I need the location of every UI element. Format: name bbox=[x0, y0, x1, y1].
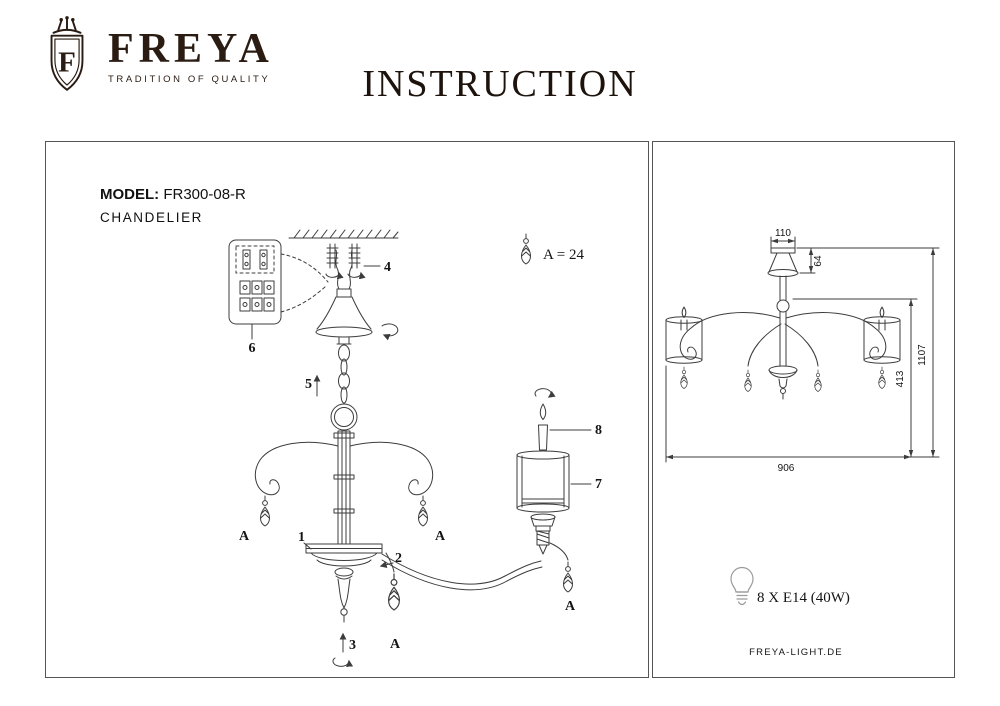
crystal-pendant bbox=[259, 495, 271, 527]
left-arm bbox=[254, 441, 339, 496]
lampshade bbox=[516, 450, 570, 513]
rotate-arrow-canopy bbox=[381, 323, 399, 341]
part-1-leader bbox=[303, 542, 312, 550]
page-title: INSTRUCTION bbox=[362, 63, 638, 105]
part-4-label: 4 bbox=[384, 260, 391, 275]
crystal-hook-right bbox=[549, 542, 569, 561]
canopy-wires bbox=[335, 249, 353, 290]
logo-shield-icon: F bbox=[50, 16, 84, 91]
crystal-pendant bbox=[744, 369, 752, 392]
product-type: CHANDELIER bbox=[100, 210, 204, 225]
rotate-arrow-candle bbox=[534, 388, 556, 398]
crystal-pendant bbox=[680, 366, 688, 389]
crystal-a-label-lamp: A bbox=[565, 599, 576, 614]
crystal-count-note: A = 24 bbox=[543, 247, 584, 263]
canopy bbox=[315, 288, 373, 345]
dim-line-906 bbox=[665, 365, 940, 463]
crystal-a-label-center: A bbox=[390, 637, 401, 652]
dimension-diagram: 110 64 bbox=[665, 228, 940, 658]
bulb-icon bbox=[730, 566, 754, 606]
model-line: MODEL: FR300-08-R bbox=[100, 186, 246, 203]
bulb-spec: 8 X E14 (40W) bbox=[757, 590, 850, 606]
part-5-label: 5 bbox=[305, 377, 312, 392]
center-bowl bbox=[768, 365, 798, 400]
part-6-label: 6 bbox=[249, 341, 256, 356]
dim-line-110 bbox=[770, 236, 796, 249]
dim-line-413 bbox=[792, 298, 918, 458]
part-3-label: 3 bbox=[349, 638, 356, 653]
logo-letter: F bbox=[58, 46, 76, 78]
model-label: MODEL: bbox=[100, 186, 160, 203]
dim-body-height: 413 bbox=[895, 370, 906, 387]
crystal-note-icon bbox=[520, 233, 532, 265]
left-shade bbox=[665, 306, 703, 364]
assembly-diagram: 4 6 bbox=[228, 229, 602, 667]
crystal-pendant bbox=[417, 495, 429, 527]
crystal-pendant bbox=[878, 366, 886, 389]
dimensions-panel: 110 64 bbox=[652, 141, 955, 678]
model-value: FR300-08-R bbox=[163, 186, 246, 203]
brand-name: FREYA bbox=[108, 26, 274, 72]
ceiling-canopy bbox=[767, 247, 799, 277]
crystal-hook-center bbox=[385, 552, 395, 573]
dim-total-height: 1107 bbox=[917, 344, 928, 366]
mounting-screws bbox=[325, 243, 366, 280]
dim-top-width: 110 bbox=[775, 228, 791, 239]
inner-right-arm bbox=[784, 323, 819, 367]
right-shade bbox=[863, 306, 901, 364]
part-8-label: 8 bbox=[595, 423, 602, 438]
part-7-label: 7 bbox=[595, 477, 602, 492]
crystal-a-label-right: A bbox=[435, 529, 446, 544]
crystal-a-label-left: A bbox=[239, 529, 250, 544]
crystal-pendant bbox=[562, 561, 574, 593]
long-arm bbox=[381, 553, 543, 591]
rotate-arrow-finial bbox=[332, 657, 354, 667]
dim-canopy-height: 64 bbox=[813, 255, 824, 267]
ceiling-mount bbox=[288, 229, 399, 239]
body-plate bbox=[305, 543, 383, 623]
dim-width: 906 bbox=[778, 463, 795, 474]
part-2-label: 2 bbox=[395, 551, 402, 566]
website: FREYA-LIGHT.DE bbox=[749, 647, 843, 658]
assembly-panel: MODEL: FR300-08-R CHANDELIER bbox=[45, 141, 649, 678]
right-arm-front bbox=[785, 312, 887, 360]
candle bbox=[538, 403, 548, 451]
inner-left-arm bbox=[747, 323, 782, 367]
hanging-ring bbox=[330, 403, 358, 431]
chain bbox=[338, 344, 350, 404]
center-stem bbox=[776, 275, 790, 367]
freya-logo: F FREYA TRADITION OF QUALITY bbox=[38, 14, 274, 98]
brand-tagline: TRADITION OF QUALITY bbox=[108, 74, 271, 85]
left-arm-front bbox=[679, 312, 781, 360]
crystal-pendant-large bbox=[387, 573, 401, 611]
center-column bbox=[333, 430, 355, 545]
right-arm bbox=[349, 441, 434, 496]
crystal-pendant bbox=[814, 369, 822, 392]
dim-line-1107 bbox=[796, 247, 940, 458]
junction-box-detail bbox=[228, 239, 329, 340]
socket bbox=[530, 513, 556, 555]
part-1-label: 1 bbox=[298, 530, 305, 545]
